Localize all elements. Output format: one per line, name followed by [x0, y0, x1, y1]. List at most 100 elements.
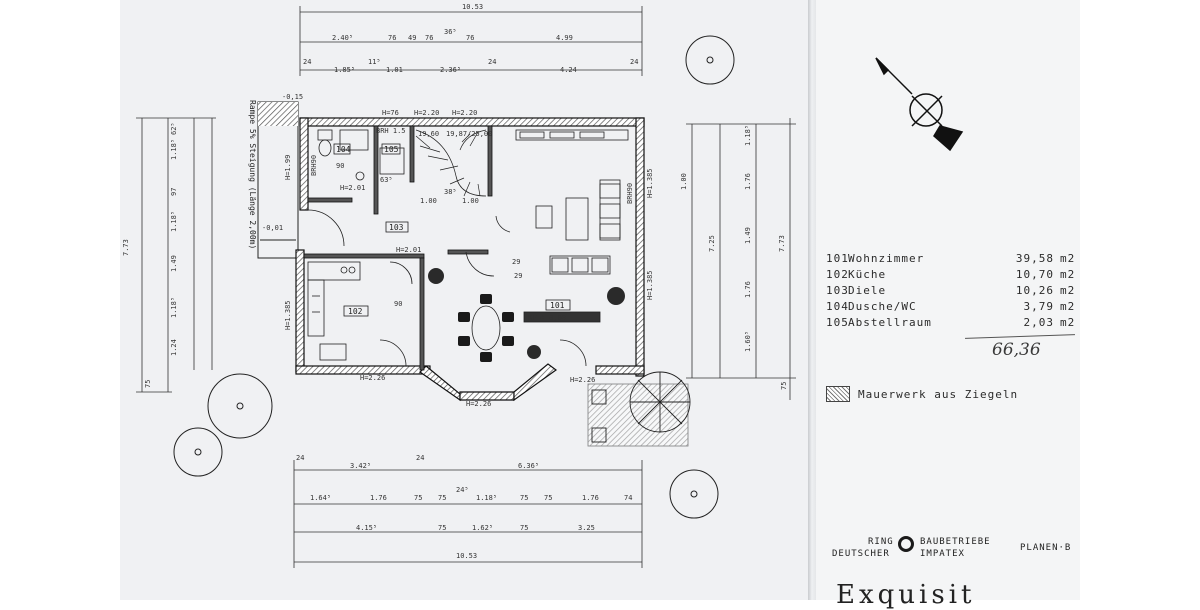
legend-sheet [816, 0, 1080, 600]
right-dimensions [686, 118, 796, 400]
company-logo-icon [898, 536, 914, 552]
dim-right-4: 1.76 [744, 281, 752, 298]
dim-left-4: 1.18⁵ [170, 211, 178, 232]
dim-bottom-1-3: 24 [416, 454, 424, 462]
brand-impatex: IMPATEX [920, 549, 965, 559]
patio-umbrella-icon [587, 371, 691, 447]
dining-chairs [458, 294, 514, 362]
legend-area: 3,79 [1023, 300, 1054, 313]
dim-top-3-8: 24 [630, 58, 638, 66]
room-tag-104 [333, 143, 351, 155]
dim-bottom-1-4: 6.36⁵ [518, 462, 539, 470]
height-mark-9: H=1.385 [646, 168, 654, 198]
legend-num: 103 [826, 284, 849, 297]
height-mark-6: H=2.26 [570, 376, 595, 384]
height-mark-10: H=1.385 [646, 270, 654, 300]
height-mark-5: H=2.26 [466, 400, 491, 408]
height-mark-2: H=2.20 [414, 109, 439, 117]
bathroom-fixtures [317, 129, 405, 181]
dim-left-8: 75 [144, 380, 152, 388]
staircase [415, 129, 487, 197]
ramp-note: Rampe 5% Steigung (Länge 2,00m) [248, 100, 257, 249]
dim-left-2: 62⁵ [170, 122, 178, 135]
misc-dim-1: 19,60 [418, 130, 439, 138]
height-mark-11: H=1.385 [284, 300, 292, 330]
legend-room-name: Küche [848, 268, 887, 281]
dim-bottom-2-6: 1.18⁵ [476, 494, 497, 502]
dim-bottom-2-7: 75 [520, 494, 528, 502]
room-tag-101 [545, 299, 571, 311]
legend-unit: m2 [1060, 316, 1076, 329]
kitchen-fixtures [307, 261, 361, 361]
dim-bottom-2-10: 74 [624, 494, 632, 502]
ramp-hatch [258, 102, 298, 126]
dim-left-3: 97 [170, 188, 178, 196]
height-mark-12: H=1.99 [284, 155, 292, 180]
outer-walls [295, 117, 645, 402]
dim-bottom-3-3: 1.62⁵ [472, 524, 493, 532]
room-102-label: 102 [348, 307, 363, 316]
dim-bottom-1-2: 3.42⁵ [350, 462, 371, 470]
legend-num: 101 [826, 252, 849, 265]
dim-bottom-3-4: 75 [520, 524, 528, 532]
sill-mark-1: BRH 1.5 [376, 127, 406, 135]
dim-right-5: 1.60⁵ [744, 331, 752, 352]
level-inside: -0,01 [262, 224, 283, 232]
left-dimensions [136, 117, 216, 393]
bottom-dimensions [293, 460, 643, 568]
legend-row-101: 101 Wohnzimmer 39,58 m2 [826, 252, 1075, 265]
legend-row-104: 104 Dusche/WC 3,79 m2 [826, 300, 1075, 313]
misc-dim-5: 90 [336, 162, 344, 170]
dim-top-3-4: 1.01 [386, 66, 403, 74]
misc-dim-6: 90 [394, 300, 402, 308]
room-tag-105 [381, 143, 401, 155]
dim-top-2-7: 4.99 [556, 34, 573, 42]
brand-deutscher: DEUTSCHER [832, 549, 890, 559]
sill-mark-2: BRH90 [310, 155, 318, 176]
dim-bottom-2-3: 75 [414, 494, 422, 502]
room-104-label: 104 [336, 145, 351, 154]
tree-icons [173, 35, 735, 519]
dim-bottom-3-2: 75 [438, 524, 446, 532]
legend-room-name: Abstellraum [848, 316, 932, 329]
dim-right-6: 75 [780, 382, 788, 390]
dim-left-6: 1.18⁵ [170, 297, 178, 318]
north-arrow-icon [875, 57, 964, 152]
brand-planen: PLANEN·B [1020, 543, 1072, 553]
height-mark-1: H=76 [382, 109, 399, 117]
room-103-label: 103 [389, 223, 404, 232]
brand-ring: RING [868, 537, 894, 547]
misc-dim-9: 29 [514, 272, 522, 280]
dim-bottom-2-2: 1.76 [370, 494, 387, 502]
dim-bottom-2-4: 75 [438, 494, 446, 502]
height-mark-7: H=2.01 [396, 246, 421, 254]
legend-area: 10,70 [1015, 268, 1054, 281]
door-swings [307, 209, 587, 367]
room-tag-102 [343, 305, 369, 317]
room-101-label: 101 [550, 301, 565, 310]
height-mark-3: H=2.20 [452, 109, 477, 117]
dim-right-a: 1.00 [680, 173, 688, 190]
dim-top-3-3: 11⁵ [368, 58, 381, 66]
legend-row-105: 105 Abstellraum 2,03 m2 [826, 316, 1075, 329]
brand-baubetriebe: BAUBETRIEBE [920, 537, 991, 547]
dim-overall-width: 10.53 [462, 3, 483, 11]
dim-top-2-3: 49 [408, 34, 416, 42]
legend-num: 102 [826, 268, 849, 281]
legend-row-102: 102 Küche 10,70 m2 [826, 268, 1075, 281]
dim-left-total: 7.73 [122, 239, 130, 256]
dim-top-2-4: 76 [425, 34, 433, 42]
dim-top-2-2: 76 [388, 34, 396, 42]
house-model-title: Exquisit [836, 580, 976, 610]
dim-right-total: 7.73 [778, 235, 786, 252]
top-dimensions [299, 6, 643, 76]
height-mark-8: H=2.01 [340, 184, 365, 192]
dim-bottom-2-8: 75 [544, 494, 552, 502]
dim-left-5: 1.49 [170, 255, 178, 272]
legend-area: 2,03 [1023, 316, 1054, 329]
misc-dim-3: 1.00 [420, 197, 437, 205]
dim-top-3-1: 24 [303, 58, 311, 66]
misc-dim-10: 29 [512, 258, 520, 266]
misc-dim-2: 19,87/25,00 [446, 130, 492, 138]
